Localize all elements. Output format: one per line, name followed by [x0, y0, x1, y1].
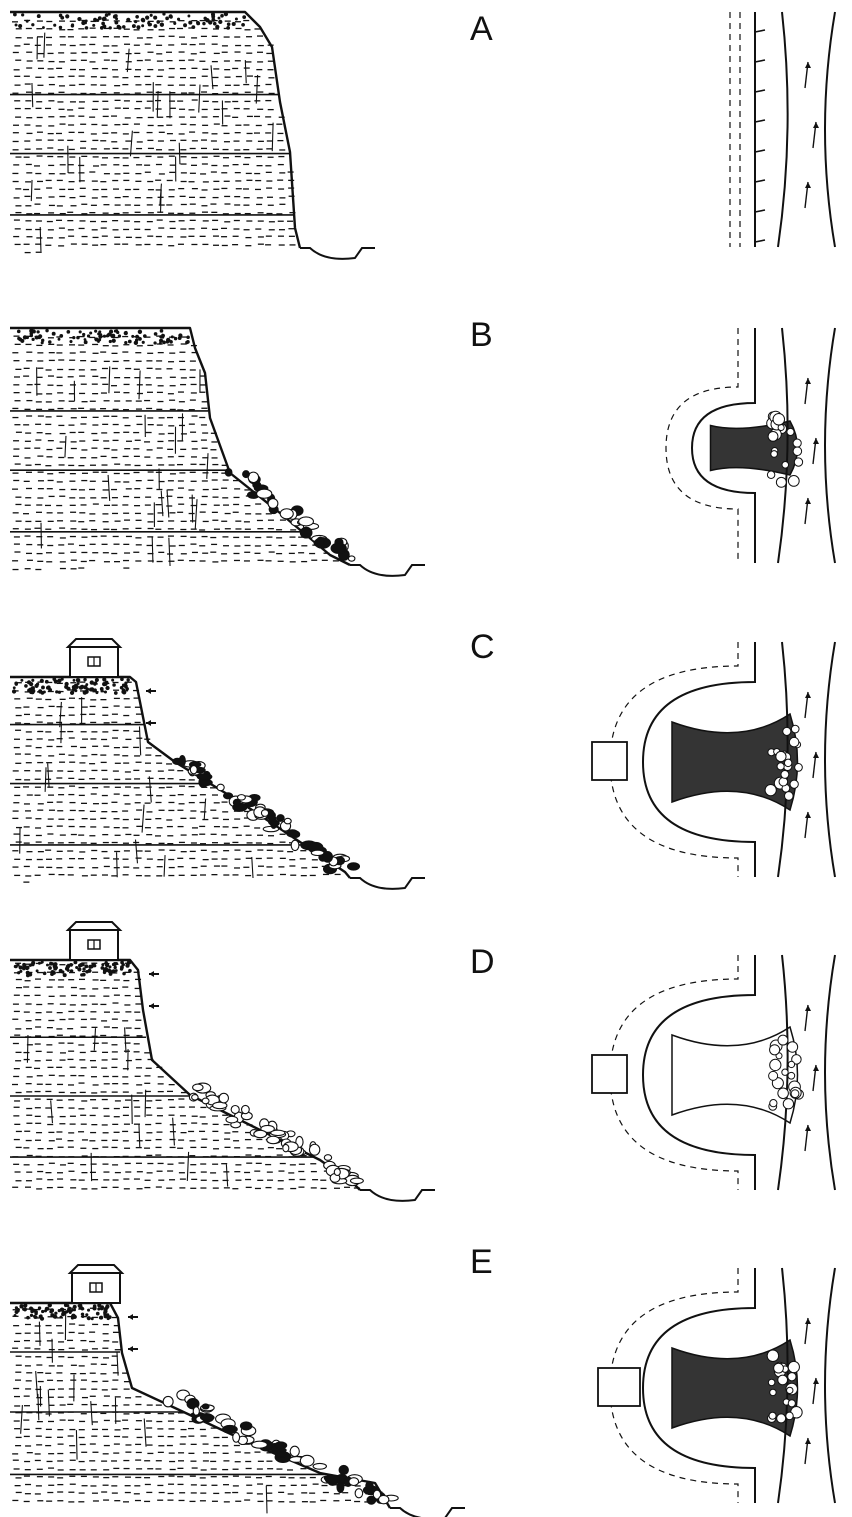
stage-b-strata — [12, 328, 339, 569]
river-channel — [360, 1190, 435, 1201]
stage-e-debris — [163, 1390, 398, 1504]
stage-b-profile — [10, 328, 425, 576]
river-channel — [390, 1508, 465, 1517]
cliff-outline — [10, 328, 350, 565]
river-channel — [350, 878, 425, 889]
stage-c-plan — [592, 642, 835, 877]
river-bank — [778, 12, 788, 247]
scarp-edge — [643, 955, 755, 1190]
stage-a-strata — [12, 12, 296, 253]
cliff-outline — [10, 960, 360, 1190]
stage-e-profile — [10, 1303, 465, 1517]
stage-d-debris — [189, 1083, 363, 1186]
river-bank — [825, 1268, 835, 1503]
river-bank — [825, 642, 835, 877]
stage-c-strata — [12, 677, 341, 882]
stage-d-profile — [10, 960, 435, 1201]
stage-b-debris — [225, 469, 355, 562]
river-bank — [825, 328, 835, 563]
river-bank — [825, 12, 835, 247]
stage-c-profile — [10, 677, 425, 889]
river-channel — [300, 248, 375, 259]
river-bank — [825, 955, 835, 1190]
stage-e-plan — [598, 1268, 835, 1503]
stage-a-plan — [730, 12, 835, 247]
debris-fan — [672, 714, 798, 810]
stage-b-plan — [666, 328, 835, 563]
house-plan-icon — [592, 1055, 627, 1093]
house-plan-icon — [592, 742, 627, 780]
house-plan-icon — [598, 1368, 640, 1406]
river-channel — [350, 565, 425, 576]
stage-c-debris — [173, 756, 360, 874]
stage-d-plan — [592, 955, 835, 1190]
stage-a-profile — [10, 12, 375, 259]
